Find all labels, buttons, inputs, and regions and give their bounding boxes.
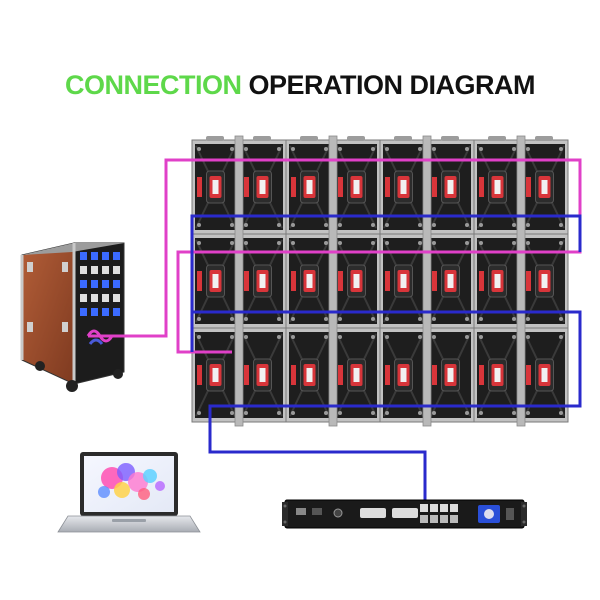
- led-cabinet: [379, 233, 428, 329]
- cabinet-handle: [300, 136, 318, 141]
- power-socket-panel: [80, 252, 120, 316]
- rigging-post: [516, 135, 526, 427]
- power-socket: [91, 266, 98, 274]
- power-socket: [80, 280, 87, 288]
- led-cabinet: [520, 327, 569, 423]
- title-word-connection: CONNECTION: [64, 70, 242, 100]
- cabinet-handle: [441, 136, 459, 141]
- power-socket: [80, 294, 87, 302]
- signal-cable-lower: [192, 310, 582, 500]
- power-distribution-case: [20, 242, 125, 392]
- led-cabinet: [285, 233, 334, 329]
- wallpaper-splash-image: [98, 463, 165, 500]
- led-cabinet: [473, 327, 522, 423]
- power-socket: [80, 308, 87, 316]
- power-socket: [102, 266, 109, 274]
- power-socket: [80, 266, 87, 274]
- title-word-operation-diagram: OPERATION DIAGRAM: [248, 70, 536, 100]
- led-cabinet: [191, 233, 240, 329]
- led-cabinet: [426, 233, 475, 329]
- led-cabinet: [238, 139, 287, 235]
- led-cabinet: [238, 327, 287, 423]
- led-cabinet: [426, 139, 475, 235]
- rigging-post: [422, 135, 432, 427]
- cabinet-handle: [488, 136, 506, 141]
- power-socket: [91, 280, 98, 288]
- cabinet-handle: [535, 136, 553, 141]
- led-cabinet: [332, 327, 381, 423]
- power-socket: [113, 266, 120, 274]
- cabinet-handle: [206, 136, 224, 141]
- power-cable: [88, 158, 582, 354]
- led-cabinet: [191, 139, 240, 235]
- power-socket: [113, 252, 120, 260]
- led-cabinet-wall: [191, 135, 569, 427]
- rigging-post: [234, 135, 244, 427]
- led-sending-box: [282, 499, 527, 529]
- cabinet-handle: [253, 136, 271, 141]
- led-cabinet: [473, 139, 522, 235]
- led-cabinet: [285, 327, 334, 423]
- power-socket: [80, 252, 87, 260]
- led-cabinet: [191, 327, 240, 423]
- led-cabinet: [520, 233, 569, 329]
- power-socket: [102, 294, 109, 302]
- led-cabinet: [238, 233, 287, 329]
- led-cabinet: [332, 139, 381, 235]
- led-cabinet: [473, 233, 522, 329]
- laptop: [57, 452, 201, 533]
- power-socket: [91, 308, 98, 316]
- power-socket: [113, 294, 120, 302]
- signal-cable: [190, 214, 582, 352]
- power-socket: [102, 252, 109, 260]
- led-cabinet: [520, 139, 569, 235]
- led-cabinet: [379, 327, 428, 423]
- cabinet-handle: [394, 136, 412, 141]
- power-socket: [102, 280, 109, 288]
- diagram-title: CONNECTION OPERATION DIAGRAM: [0, 70, 600, 101]
- rigging-post: [328, 135, 338, 427]
- led-cabinet: [379, 139, 428, 235]
- power-socket: [113, 280, 120, 288]
- led-cabinet: [285, 139, 334, 235]
- cabinet-handle: [347, 136, 365, 141]
- power-socket: [102, 308, 109, 316]
- power-socket: [91, 294, 98, 302]
- led-cabinet: [332, 233, 381, 329]
- led-cabinet: [426, 327, 475, 423]
- power-socket: [113, 308, 120, 316]
- power-socket: [91, 252, 98, 260]
